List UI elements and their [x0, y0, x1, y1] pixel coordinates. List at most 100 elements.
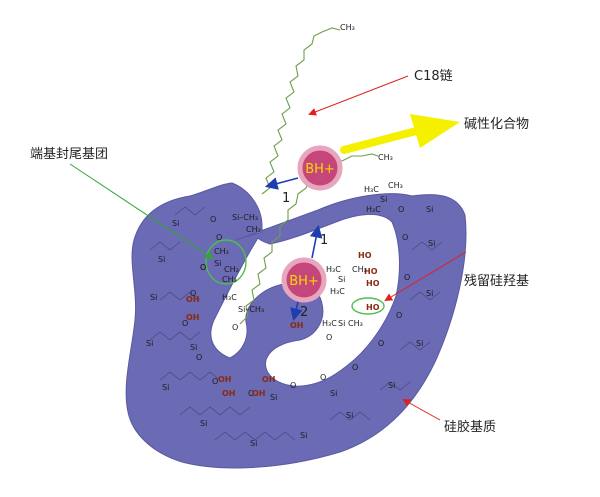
svg-text:Si: Si [150, 293, 157, 302]
c18-terminal-ch3: CH₃ [340, 23, 355, 32]
svg-text:Si: Si [158, 255, 165, 264]
svg-text:HO: HO [364, 267, 378, 276]
svg-text:Si: Si [346, 411, 353, 420]
svg-text:O: O [402, 233, 408, 242]
interaction-arrows [264, 177, 323, 322]
endcap-highlight-circle [205, 239, 247, 285]
svg-text:Si: Si [214, 259, 221, 268]
end-capping-label: 端基封尾基团 [30, 147, 109, 162]
svg-text:CH₃: CH₃ [214, 247, 229, 256]
svg-text:Si–CH₃: Si–CH₃ [232, 213, 258, 222]
step-label-mid: 1 [320, 233, 328, 248]
svg-text:OH: OH [252, 389, 266, 398]
svg-text:CH₃: CH₃ [348, 319, 363, 328]
svg-text:O: O [232, 323, 238, 332]
svg-text:CH₃: CH₃ [352, 265, 367, 274]
svg-text:Si: Si [388, 381, 395, 390]
svg-text:OH: OH [218, 375, 232, 384]
bh-ion-bottom: BH+ [281, 257, 327, 303]
svg-text:O: O [326, 333, 332, 342]
svg-text:Si–CH₃: Si–CH₃ [238, 305, 264, 314]
step-label-bottom: 2 [300, 305, 308, 320]
svg-text:BH+: BH+ [305, 162, 335, 177]
svg-text:O: O [210, 215, 216, 224]
svg-text:O: O [196, 353, 202, 362]
silanol-highlight-circle [351, 297, 385, 315]
svg-text:O: O [216, 233, 222, 242]
chain-headgroup-b: H₃C Si–CH₃ O [222, 293, 264, 332]
svg-text:Si: Si [270, 393, 277, 402]
svg-text:CH₃: CH₃ [224, 265, 239, 274]
svg-text:O: O [200, 263, 206, 272]
bh-ion-top: BH+ [297, 145, 343, 191]
c18-callout-line [308, 75, 409, 116]
svg-text:BH+: BH+ [289, 274, 319, 289]
svg-text:O: O [320, 373, 326, 382]
svg-text:H₃C: H₃C [326, 265, 341, 274]
c18-chain-label: C18链 [414, 69, 453, 84]
endcap-callout-line [69, 163, 214, 260]
svg-text:Si: Si [300, 431, 307, 440]
silica-matrix-label: 硅胶基质 [444, 420, 497, 435]
svg-text:CH₃: CH₃ [246, 225, 261, 234]
svg-text:H₃C: H₃C [364, 185, 379, 194]
svg-text:Si: Si [338, 275, 345, 284]
svg-text:H₃C: H₃C [322, 319, 337, 328]
svg-text:Si: Si [330, 389, 337, 398]
svg-text:Si: Si [200, 419, 207, 428]
chain-headgroup-a: Si–CH₃ CH₃ O [210, 213, 261, 234]
svg-text:CH₃: CH₃ [222, 275, 237, 284]
svg-text:O: O [396, 311, 402, 320]
matrix-si-labels: Si Si Si Si Si Si Si Si Si Si Si Si Si S… [146, 205, 435, 448]
svg-text:Si: Si [250, 439, 257, 448]
svg-text:Si: Si [172, 219, 179, 228]
svg-text:Si: Si [428, 239, 435, 248]
svg-text:OH: OH [186, 313, 200, 322]
svg-text:O: O [182, 319, 188, 328]
matrix-o-labels: O O O O O O O O O O O O O O O [182, 205, 410, 398]
tms-group-center: H₃C Si CH₃ H₃C [326, 265, 367, 296]
residual-silanol-label: 残留硅羟基 [464, 274, 530, 289]
silanol-callout-line [384, 251, 467, 302]
svg-text:OH: OH [262, 375, 276, 384]
tms-group-right-top: H₃C CH₃ Si H₃C [364, 181, 403, 214]
c18-terminal-ch3-b: CH₃ [378, 153, 393, 162]
siloxane-lattice [149, 206, 443, 441]
c18-chain-primary [261, 27, 341, 195]
svg-text:Si: Si [416, 339, 423, 348]
svg-text:OH: OH [290, 321, 304, 330]
svg-text:Si: Si [338, 319, 345, 328]
svg-text:O: O [212, 377, 218, 386]
svg-text:O: O [190, 289, 196, 298]
svg-text:CH₃: CH₃ [388, 181, 403, 190]
svg-text:H₃C: H₃C [330, 287, 345, 296]
svg-text:O: O [398, 205, 404, 214]
svg-text:O: O [200, 263, 206, 272]
svg-text:HO: HO [358, 251, 372, 260]
svg-text:O: O [378, 339, 384, 348]
svg-text:H₃C: H₃C [222, 293, 237, 302]
svg-text:O: O [404, 273, 410, 282]
basic-compound-label: 碱性化合物 [464, 117, 530, 132]
silica-callout-line [402, 399, 441, 421]
endcap-group: CH₃ Si CH₃ CH₃ O [200, 247, 239, 284]
svg-text:H₃C: H₃C [366, 205, 381, 214]
basic-compound-arrow [340, 114, 460, 154]
svg-text:OH: OH [222, 389, 236, 398]
svg-text:Si: Si [146, 339, 153, 348]
silanol-oh-labels: OH OH OH OH OH OH OH HO HO HO HO [186, 251, 380, 398]
svg-text:O: O [352, 363, 358, 372]
svg-text:Si: Si [190, 343, 197, 352]
svg-text:Si: Si [380, 195, 387, 204]
svg-text:O: O [290, 381, 296, 390]
svg-text:HO: HO [366, 303, 380, 312]
step-label-top: 1 [282, 191, 290, 206]
tms-group-lower: H₃C Si CH₃ O [322, 319, 363, 342]
svg-text:Si: Si [162, 383, 169, 392]
svg-text:OH: OH [186, 295, 200, 304]
svg-text:HO: HO [366, 279, 380, 288]
svg-text:Si: Si [426, 289, 433, 298]
svg-text:O: O [248, 389, 254, 398]
